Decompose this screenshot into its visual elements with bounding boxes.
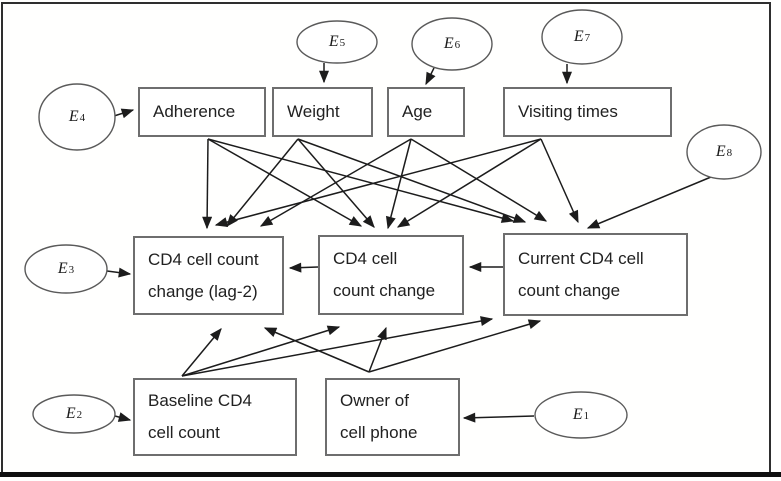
edge-change-to-lag2 — [288, 262, 319, 273]
e5-label: E — [328, 33, 339, 50]
node-age: Age — [387, 87, 465, 137]
e6-label: E — [443, 35, 454, 52]
node-current-cd4-line1: Current CD4 cell — [518, 248, 644, 268]
node-age-label: Age — [402, 102, 433, 121]
e1-label: E — [572, 406, 583, 423]
edge-e6-age — [425, 67, 436, 86]
node-current-cd4-line2: count change — [518, 280, 621, 300]
edge-e4-adherence — [113, 108, 135, 119]
node-cell-phone-line1: Owner of — [340, 391, 409, 410]
edge-weight-current — [297, 138, 527, 223]
edge-baseline-current — [181, 316, 494, 377]
edge-e1-cell-phone — [462, 412, 535, 423]
node-visiting-times: Visiting times — [503, 87, 672, 137]
e3-label: E — [57, 260, 68, 277]
edge-age-current — [410, 138, 548, 222]
e6-subscript: 6 — [454, 39, 461, 51]
edge-weight-lag2 — [226, 138, 299, 227]
node-baseline-cd4-line1: Baseline CD4 — [148, 391, 252, 410]
node-baseline-cd4-line2: cell count — [148, 423, 220, 442]
e3-subscript: 3 — [68, 264, 75, 276]
ellipse-e6 — [411, 17, 493, 71]
ellipse-e3 — [24, 244, 108, 294]
ellipse-e5 — [296, 20, 378, 64]
e7-label: E — [573, 28, 584, 45]
edge-e3-lag2-change — [106, 267, 132, 278]
node-cd4-lag2-line2: change (lag-2) — [148, 281, 258, 301]
edge-phone-change — [368, 326, 387, 373]
e8-label: E — [715, 143, 726, 160]
e2-subscript: 2 — [76, 409, 83, 421]
e8-subscript: 8 — [726, 147, 733, 159]
edge-adherence-lag2 — [202, 138, 213, 230]
edge-visiting-change — [396, 138, 542, 228]
edge-adherence-change — [207, 138, 363, 227]
figure-bottom-rule — [0, 472, 781, 477]
edges-layer — [106, 63, 712, 423]
edge-baseline-change — [181, 325, 341, 377]
e1-subscript: 1 — [583, 410, 590, 422]
node-visiting-times-label: Visiting times — [518, 102, 618, 121]
node-cd4-change-line1: CD4 cell — [333, 249, 398, 268]
node-cd4-change: CD4 cell count change — [318, 235, 464, 315]
node-baseline-cd4: Baseline CD4 cell count — [133, 378, 297, 456]
edge-age-lag2 — [259, 138, 412, 227]
node-cd4-lag2-line1: CD4 cell count — [148, 249, 259, 269]
node-cell-phone-line2: cell phone — [340, 423, 418, 442]
node-current-cd4-change: Current CD4 cell count change — [503, 233, 688, 316]
edge-baseline-lag2 — [181, 328, 222, 377]
edge-visiting-lag2 — [214, 138, 542, 227]
node-adherence-label: Adherence — [153, 102, 236, 121]
node-weight-label: Weight — [287, 102, 340, 121]
e7-subscript: 7 — [584, 32, 591, 44]
ellipse-e1 — [534, 391, 628, 439]
edge-visiting-current — [540, 138, 579, 224]
edge-e8-current-change — [586, 176, 712, 229]
edge-age-change — [385, 138, 412, 230]
ellipse-e2 — [32, 394, 116, 434]
node-cd4-change-line2: count change — [333, 281, 436, 300]
e5-subscript: 5 — [339, 37, 346, 49]
error-ellipses-layer — [24, 9, 762, 439]
ellipse-e7 — [541, 9, 623, 65]
node-cell-phone: Owner of cell phone — [325, 378, 460, 456]
edge-adherence-current — [207, 138, 515, 223]
edge-phone-current — [368, 319, 542, 373]
ellipse-e4 — [38, 83, 116, 151]
node-cd4-lag2-change: CD4 cell count change (lag-2) — [133, 236, 284, 315]
e4-label: E — [68, 108, 79, 125]
ellipse-e8 — [686, 124, 762, 180]
node-weight: Weight — [272, 87, 373, 137]
node-adherence: Adherence — [138, 87, 266, 137]
e4-subscript: 4 — [79, 112, 86, 124]
edge-phone-lag2 — [263, 327, 370, 373]
edge-e2-baseline-cd4 — [114, 412, 132, 422]
e2-label: E — [65, 405, 76, 422]
